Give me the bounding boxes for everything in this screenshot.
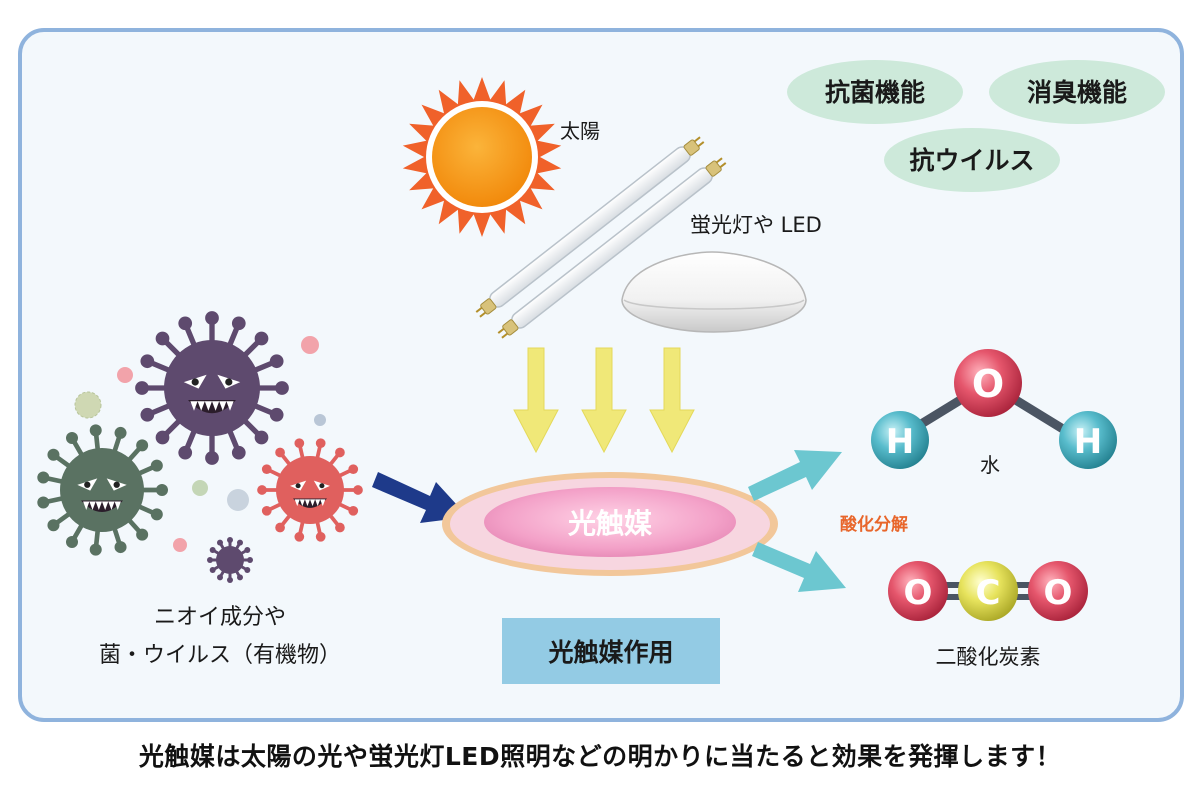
badge-antibacterial: 抗菌機能 xyxy=(787,60,963,124)
sun-icon xyxy=(402,77,562,237)
light-arrows xyxy=(513,347,695,454)
small-germ-icon xyxy=(207,537,253,583)
red-germ-icon xyxy=(257,438,363,542)
photocatalyst-disc xyxy=(442,472,778,576)
co2-atom-carbon: C xyxy=(976,573,1001,613)
oxidation-label: 酸化分解 xyxy=(840,514,908,535)
photocatalyst-label: 光触媒 xyxy=(567,507,653,540)
co2-atom-oxygen-left: O xyxy=(904,573,933,613)
co2-label: 二酸化炭素 xyxy=(936,645,1041,669)
green-germ-icon xyxy=(37,424,168,556)
process-box-label: 光触媒作用 xyxy=(547,638,673,667)
badge-antiviral: 抗ウイルス xyxy=(884,128,1060,192)
co2-molecule: O C O xyxy=(888,561,1088,621)
co2-atom-oxygen-right: O xyxy=(1044,573,1073,613)
badge-deodorizing-label: 消臭機能 xyxy=(1027,78,1127,107)
output-arrow-co2 xyxy=(752,542,846,592)
badge-deodorizing: 消臭機能 xyxy=(989,60,1165,124)
water-label: 水 xyxy=(980,453,1000,477)
caption: 光触媒は太陽の光や蛍光灯LED照明などの明かりに当たると効果を発揮します！ xyxy=(138,742,1062,771)
light-arrow-2 xyxy=(581,347,627,454)
badge-antiviral-label: 抗ウイルス xyxy=(909,146,1034,175)
germs-illustration xyxy=(37,311,363,583)
pollutants-label-line2: 菌・ウイルス（有機物） xyxy=(99,643,341,668)
water-molecule: O H H xyxy=(871,349,1117,469)
lamps-label: 蛍光灯や LED xyxy=(690,213,822,237)
fluorescent-tube-icon xyxy=(475,136,727,339)
light-arrow-3 xyxy=(649,347,695,454)
water-atom-hydrogen-left: H xyxy=(886,422,914,462)
pollutants-label-line1: ニオイ成分や xyxy=(154,605,286,630)
badge-antibacterial-label: 抗菌機能 xyxy=(825,78,925,107)
purple-germ-icon xyxy=(135,311,289,465)
process-box xyxy=(502,618,720,684)
water-atom-hydrogen-right: H xyxy=(1074,422,1102,462)
input-arrow xyxy=(372,472,468,523)
water-atom-oxygen: O xyxy=(972,362,1004,406)
sun-label: 太陽 xyxy=(560,119,600,143)
light-arrow-1 xyxy=(513,347,559,454)
ceiling-light-icon xyxy=(621,251,807,333)
output-arrow-water xyxy=(748,450,842,501)
